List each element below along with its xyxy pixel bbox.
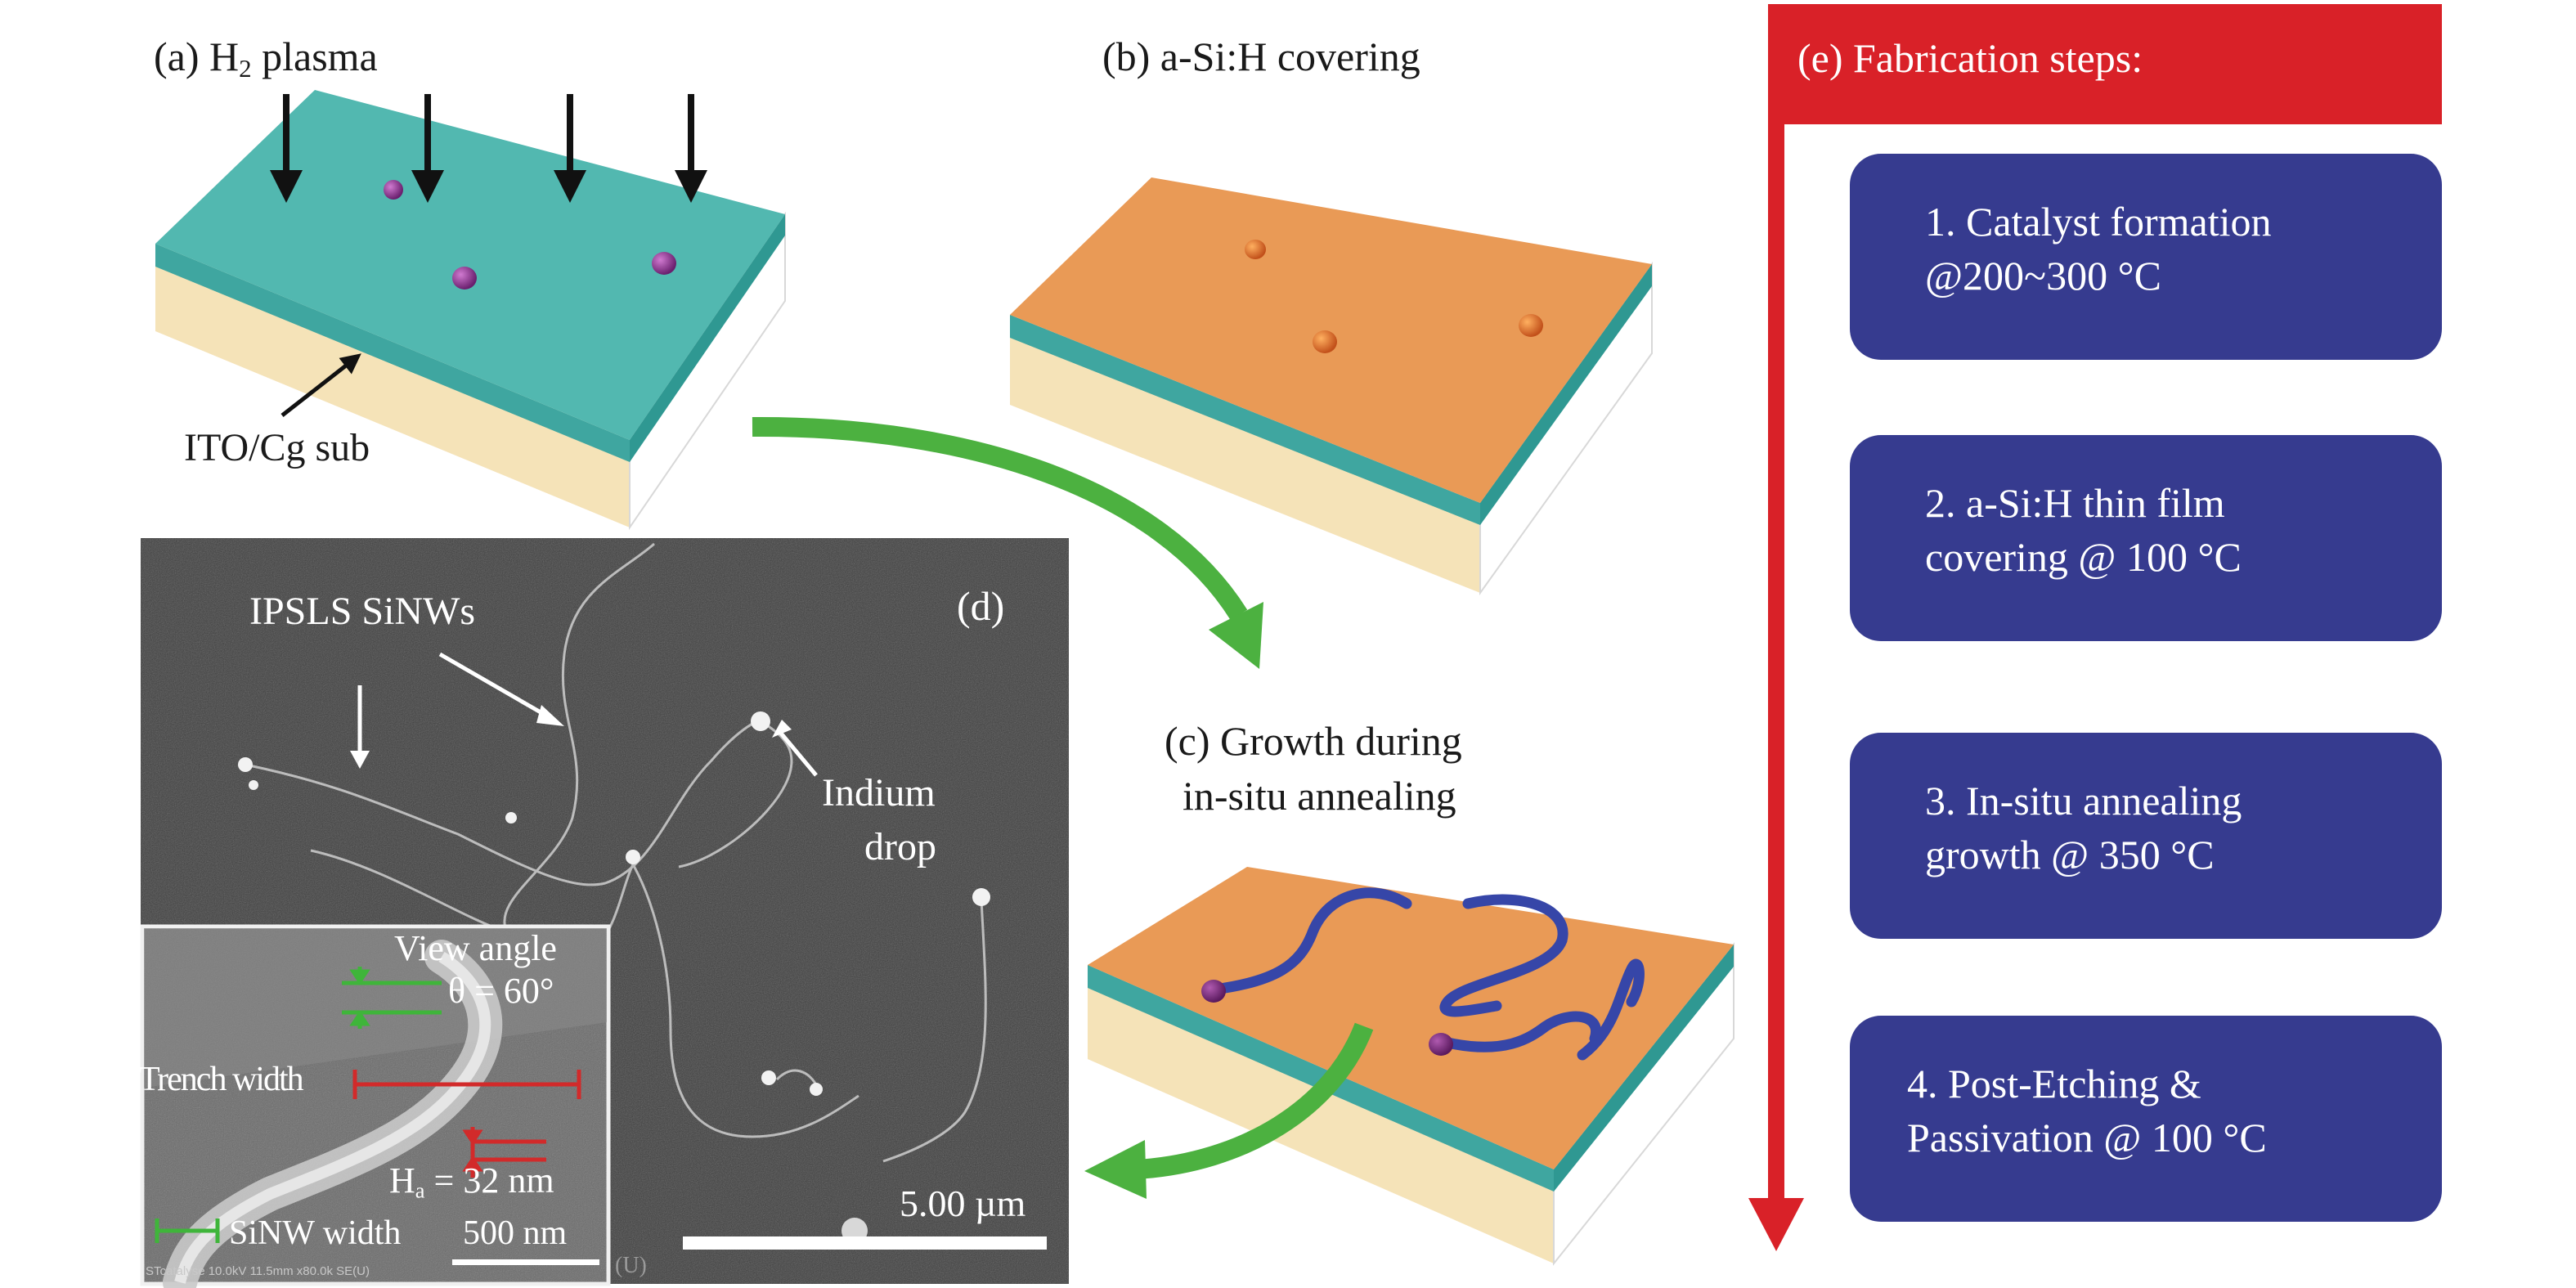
step-3-line1: 3. In-situ annealing (1925, 778, 2242, 824)
process-arrow-a-to-c (752, 416, 1263, 669)
substrate-pointer-arrow (280, 353, 361, 417)
step-box-4: 4. Post-Etching & Passivation @ 100 °C (1850, 1016, 2442, 1222)
step-3-line2: growth @ 350 °C (1925, 832, 2215, 877)
trench-width-label: Trench width (139, 1061, 304, 1098)
plasma-arrows (270, 94, 707, 203)
view-angle-markers (342, 967, 442, 1029)
panel-b-slab (1010, 177, 1653, 596)
step-box-2: 2. a-Si:H thin film covering @ 100 °C (1850, 435, 2442, 641)
step-4-line1: 4. Post-Etching & (1907, 1061, 2201, 1106)
panel-c-slab (1088, 867, 1735, 1266)
inset-scale-bar (452, 1259, 599, 1265)
inset-footer: STcatalyse 10.0kV 11.5mm x80.0k SE(U) (146, 1264, 370, 1278)
step-box-3: 3. In-situ annealing growth @ 350 °C (1850, 733, 2442, 939)
trench-width-marker (352, 1070, 581, 1099)
sem-arrow-3 (777, 729, 818, 777)
sem-footer-u: (U) (615, 1253, 647, 1278)
view-angle-label-line2: θ = 60° (448, 971, 554, 1011)
step-box-1: 1. Catalyst formation @200~300 °C (1850, 154, 2442, 360)
process-arrow-c-to-d (1084, 1022, 1374, 1199)
sem-wires-label: IPSLS SiNWs (249, 590, 476, 633)
panel-c-catalyst-dots (1201, 980, 1453, 1056)
indium-drop-label-line1: Indium (822, 771, 936, 815)
panel-a-title: (a) H2 plasma (154, 34, 378, 83)
panel-a-slab (155, 90, 786, 531)
height-label: Ha = 32 nm (389, 1160, 554, 1203)
step-1-line1: 1. Catalyst formation (1925, 199, 2272, 245)
panel-a-catalyst-dots (384, 180, 676, 289)
sem-scale-bar (683, 1236, 1047, 1250)
inset-scale-bar-label: 500 nm (463, 1214, 568, 1252)
sem-inset (140, 924, 611, 1288)
step-2-line2: covering @ 100 °C (1925, 534, 2242, 580)
indium-drop-label-line2: drop (864, 825, 936, 868)
panel-e-frame (1748, 4, 2442, 1251)
sinw-width-label: SiNW width (229, 1214, 402, 1252)
sem-scale-bar-label: 5.00 µm (900, 1183, 1026, 1224)
view-angle-label-line1: View angle (394, 928, 557, 968)
panel-b-catalyst-dots (1245, 240, 1543, 353)
panel-c-title-line2: in-situ annealing (1183, 773, 1456, 819)
step-4-line2: Passivation @ 100 °C (1907, 1115, 2267, 1160)
height-marker (462, 1127, 546, 1178)
step-2-line1: 2. a-Si:H thin film (1925, 480, 2225, 526)
substrate-label: ITO/Cg sub (184, 426, 370, 469)
nanowires (1209, 887, 1645, 1061)
panel-c-title-line1: (c) Growth during (1165, 718, 1462, 764)
step-1-line2: @200~300 °C (1925, 253, 2161, 298)
sinw-width-marker (155, 1218, 220, 1243)
panel-b-title: (b) a-Si:H covering (1102, 34, 1420, 79)
sem-arrow-2 (438, 652, 548, 718)
panel-e-title: (e) Fabrication steps: (1797, 35, 2143, 81)
panel-d-tag: (d) (957, 583, 1005, 629)
